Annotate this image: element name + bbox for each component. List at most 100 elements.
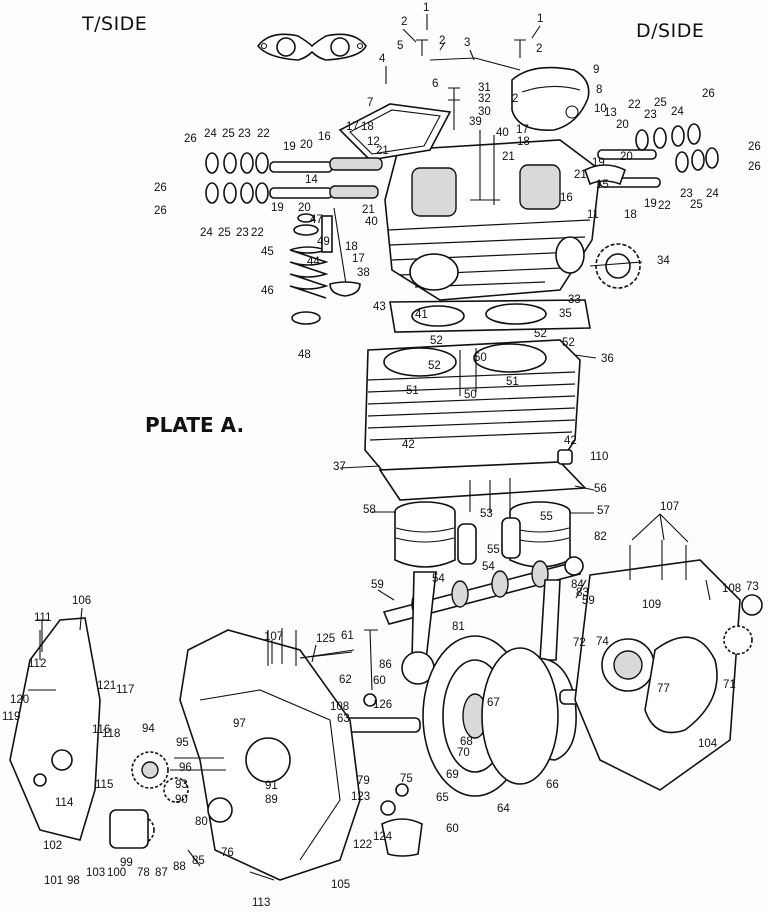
callout-67: 67 — [487, 697, 500, 709]
callout-85: 85 — [192, 855, 205, 867]
callout-68: 68 — [460, 736, 473, 748]
callout-73: 73 — [746, 581, 759, 593]
callout-72: 72 — [573, 637, 586, 649]
callout-23d: 23 — [680, 188, 693, 200]
callout-108: 108 — [330, 701, 349, 713]
callout-83: 83 — [576, 587, 589, 599]
piston-right — [509, 501, 571, 568]
callout-114: 114 — [55, 797, 74, 809]
callout-77: 77 — [657, 683, 670, 695]
callout-62: 62 — [339, 674, 352, 686]
head-gasket — [389, 299, 591, 333]
nut-110 — [557, 449, 573, 465]
callout-100: 100 — [107, 867, 126, 879]
callout-32: 32 — [478, 93, 491, 105]
callout-35: 35 — [559, 308, 572, 320]
callout-89: 89 — [265, 794, 278, 806]
callout-22b: 22 — [251, 227, 264, 239]
callout-59: 59 — [371, 579, 384, 591]
callout-74: 74 — [596, 636, 609, 648]
oil-pump-and-gears — [109, 751, 226, 849]
callout-36: 36 — [601, 353, 614, 365]
callout-120: 120 — [10, 694, 29, 706]
rocker-cover-left — [338, 103, 452, 161]
callout-26f: 26 — [748, 161, 761, 173]
callout-24d: 24 — [706, 188, 719, 200]
callout-61: 61 — [341, 630, 354, 642]
callout-40: 40 — [496, 127, 509, 139]
callout-23: 23 — [238, 128, 251, 140]
callout-60b: 60 — [446, 823, 459, 835]
callout-52c: 52 — [562, 337, 575, 349]
callout-18: 18 — [361, 121, 374, 133]
callout-26c: 26 — [154, 205, 167, 217]
callout-20b: 20 — [298, 202, 311, 214]
callout-9: 9 — [593, 64, 599, 76]
leader-lines — [79, 14, 689, 867]
callout-21c: 21 — [502, 151, 515, 163]
callout-21: 21 — [376, 145, 389, 157]
callout-117: 117 — [116, 684, 134, 696]
exhaust-gasket-pair — [256, 33, 367, 61]
callout-46: 46 — [261, 285, 274, 297]
callout-22: 22 — [257, 128, 270, 140]
crankcase-right — [574, 540, 741, 791]
callout-45: 45 — [261, 246, 274, 258]
callout-55b: 55 — [540, 511, 553, 523]
callout-8: 8 — [596, 84, 602, 96]
callout-107b: 107 — [660, 501, 679, 513]
callout-20c: 20 — [616, 119, 629, 131]
t-side-heading: T/SIDE — [81, 13, 147, 35]
callout-24b: 24 — [200, 227, 213, 239]
callout-24c: 24 — [671, 106, 684, 118]
connecting-rod-right — [539, 579, 561, 661]
callout-24: 24 — [204, 128, 217, 140]
callout-17: 17 — [346, 121, 359, 133]
callout-17b: 17 — [516, 124, 529, 136]
callout-78: 78 — [137, 867, 150, 879]
callout-125: 125 — [316, 633, 335, 645]
callout-66: 66 — [546, 779, 559, 791]
head-bolts — [385, 39, 526, 130]
callout-16b: 16 — [560, 192, 573, 204]
callout-31: 31 — [478, 82, 491, 94]
callout-115: 115 — [95, 779, 113, 791]
callout-25d: 25 — [690, 199, 703, 211]
cylinder-block — [364, 339, 581, 481]
callout-48: 48 — [298, 349, 311, 361]
callout-38: 38 — [357, 267, 370, 279]
callout-3: 3 — [464, 37, 470, 49]
callout-75: 75 — [400, 773, 413, 785]
drive-sprocket-71 — [723, 594, 763, 655]
timing-cover — [9, 617, 101, 841]
callout-23c: 23 — [644, 109, 657, 121]
callout-15: 15 — [596, 179, 609, 191]
callout-39: 39 — [469, 116, 482, 128]
callout-93: 93 — [175, 779, 188, 791]
callout-40b: 40 — [365, 216, 378, 228]
callout-91: 91 — [265, 780, 278, 792]
callout-18c: 18 — [345, 241, 358, 253]
callout-22c: 22 — [628, 99, 641, 111]
callout-2b: 2 — [439, 35, 445, 47]
callout-54: 54 — [432, 573, 445, 585]
callout-106: 106 — [72, 595, 91, 607]
callout-80: 80 — [195, 816, 208, 828]
callout-113: 113 — [252, 897, 270, 909]
callout-50: 50 — [474, 352, 487, 364]
callout-90: 90 — [175, 794, 188, 806]
callout-122: 122 — [353, 839, 372, 851]
callout-19c: 19 — [592, 157, 605, 169]
callout-98: 98 — [67, 875, 80, 887]
callout-60: 60 — [373, 675, 386, 687]
callout-116: 116 — [92, 724, 110, 736]
callout-14: 14 — [305, 174, 318, 186]
callout-18b: 18 — [517, 136, 530, 148]
callout-58: 58 — [363, 504, 376, 516]
callout-118: 118 — [102, 728, 120, 740]
callout-43: 43 — [373, 301, 386, 313]
callout-44: 44 — [307, 256, 320, 268]
valve — [321, 207, 361, 297]
callout-119: 119 — [2, 711, 20, 723]
callout-81: 81 — [452, 621, 465, 633]
